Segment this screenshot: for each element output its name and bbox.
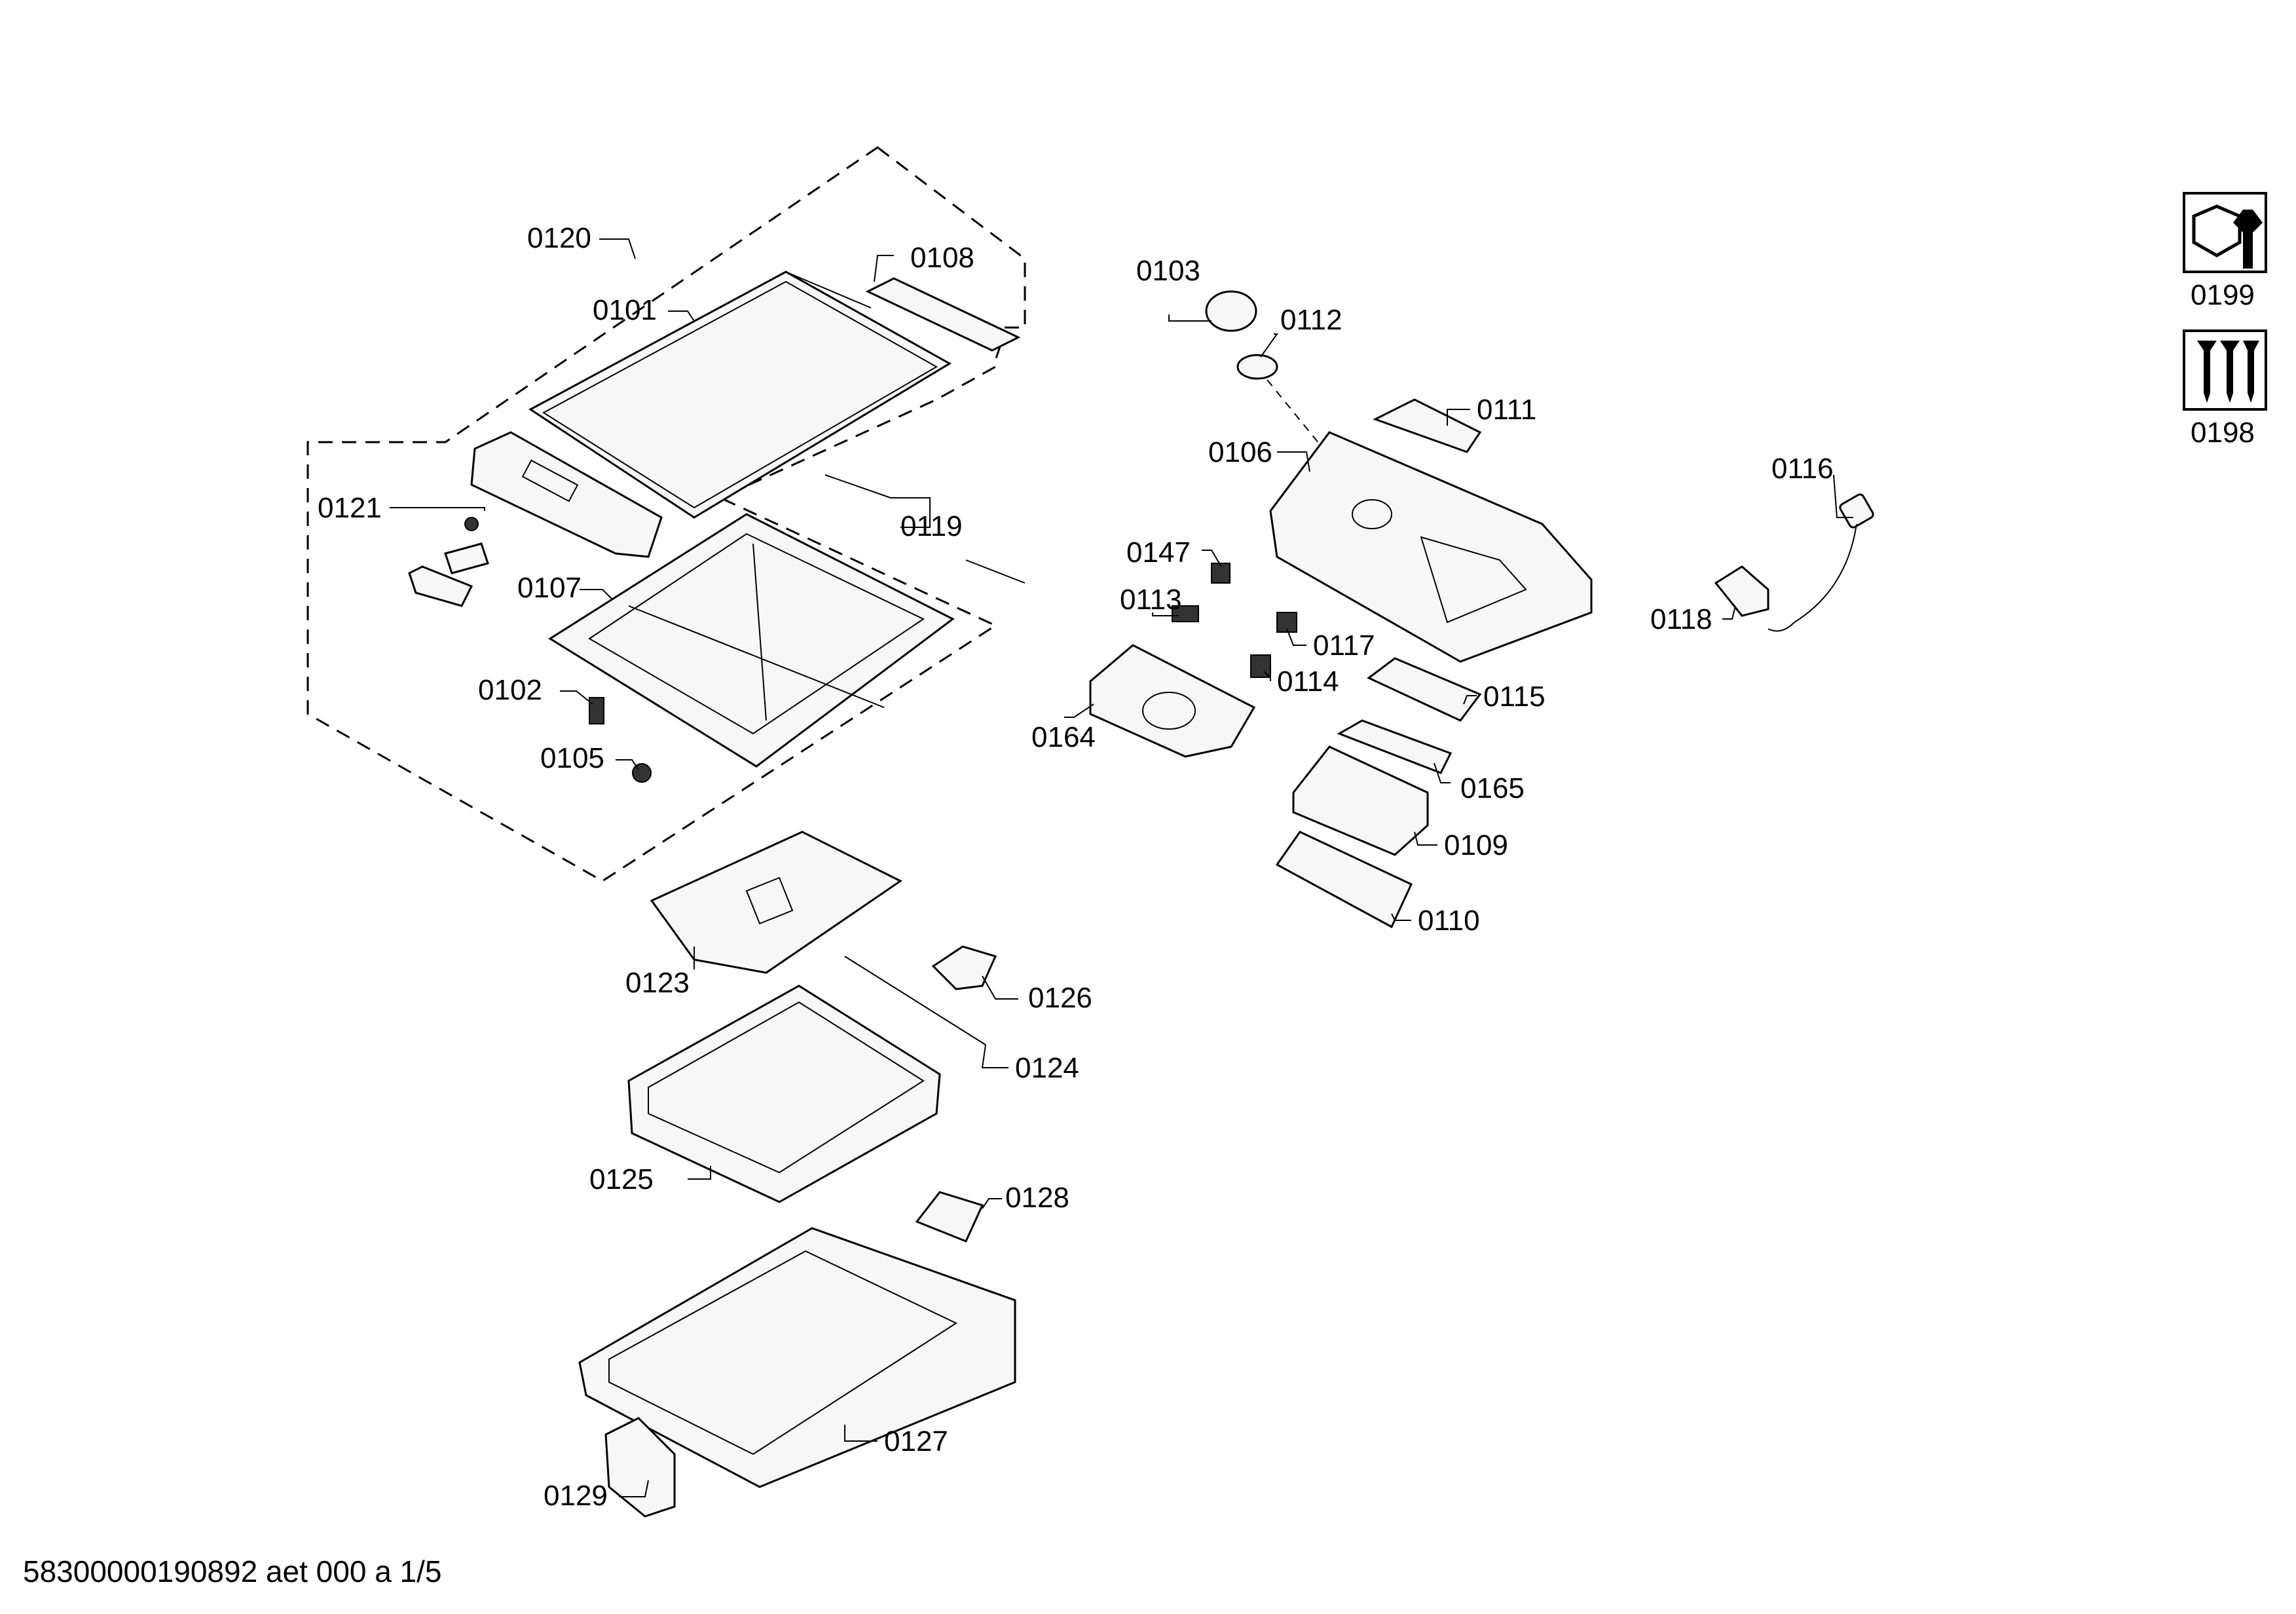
label-0124: 0124 — [1015, 1052, 1079, 1084]
part-0121-latch — [444, 542, 489, 574]
part-0121-pin — [464, 517, 479, 531]
label-0123: 0123 — [625, 967, 690, 999]
label-0121: 0121 — [318, 492, 382, 524]
part-0106-control-panel — [1269, 431, 1593, 663]
label-0164: 0164 — [1031, 721, 1096, 753]
label-0125: 0125 — [589, 1163, 654, 1195]
label-0116: 0116 — [1771, 453, 1834, 485]
label-0105: 0105 — [540, 742, 604, 774]
part-0108-strip — [865, 277, 1021, 352]
part-0113-clip — [1172, 605, 1199, 622]
part-0112-ring — [1236, 354, 1278, 380]
part-0164-carrier — [1089, 644, 1256, 758]
part-0116-power-cable — [1768, 493, 1874, 632]
label-0129: 0129 — [544, 1480, 608, 1512]
part-0111-holder — [1373, 398, 1482, 453]
part-0165-strip — [1337, 719, 1453, 774]
legend-tool-label: 0199 — [2191, 279, 2255, 311]
label-0128: 0128 — [1005, 1182, 1069, 1214]
part-0109-housing — [1292, 745, 1429, 856]
part-0126-cover — [931, 945, 997, 990]
part-0127-top-frame — [578, 1227, 1016, 1488]
part-0123-tray — [650, 831, 902, 974]
label-0120: 0120 — [527, 222, 591, 254]
label-0101: 0101 — [593, 294, 657, 326]
label-0117: 0117 — [1313, 629, 1375, 662]
label-0108: 0108 — [910, 242, 974, 274]
label-0115: 0115 — [1483, 681, 1546, 713]
part-0110-board — [1275, 831, 1413, 929]
part-0101-lid — [528, 271, 952, 519]
part-0114-clip — [1250, 654, 1271, 678]
part-0121-handle — [470, 431, 663, 558]
label-0127: 0127 — [884, 1425, 948, 1457]
leader-lines — [390, 238, 1853, 1497]
legend-screws-box — [2183, 329, 2267, 411]
part-0118-cable-relief — [1714, 565, 1769, 617]
label-0114: 0114 — [1277, 666, 1339, 698]
part-0103-knob — [1205, 290, 1257, 332]
part-0115-button-strip — [1367, 657, 1482, 722]
part-0125-housing — [627, 985, 941, 1203]
part-0105-spring — [632, 763, 652, 783]
label-0119: 0119 — [900, 510, 963, 542]
legend-tool-box — [2183, 192, 2267, 273]
label-0165: 0165 — [1460, 772, 1525, 804]
part-0129-block — [604, 1417, 676, 1518]
label-0110: 0110 — [1418, 905, 1480, 937]
label-0112: 0112 — [1280, 304, 1342, 336]
part-0119-rod-lower — [965, 559, 1026, 584]
part-0124-rod — [844, 956, 986, 1045]
label-0107: 0107 — [517, 572, 582, 604]
label-0103: 0103 — [1136, 255, 1200, 287]
part-0107-frame — [548, 513, 955, 768]
nut-wrench-icon — [2192, 204, 2263, 269]
label-0106: 0106 — [1208, 436, 1272, 468]
label-0118: 0118 — [1650, 603, 1713, 635]
part-0121-catch — [408, 565, 473, 607]
part-0102-clip — [589, 697, 604, 724]
label-0126: 0126 — [1028, 982, 1092, 1014]
assembly-group-outline — [306, 146, 1026, 882]
label-0102: 0102 — [478, 674, 542, 706]
label-0147: 0147 — [1126, 536, 1191, 569]
legend-screws-label: 0198 — [2191, 417, 2255, 449]
label-0111: 0111 — [1477, 394, 1536, 426]
drawing-code: 58300000190892 aet 000 a 1/5 — [23, 1554, 442, 1588]
label-0113: 0113 — [1120, 584, 1182, 616]
label-0109: 0109 — [1444, 829, 1508, 861]
part-0128-bracket — [915, 1191, 984, 1243]
screws-icon — [2197, 341, 2259, 403]
part-0119-rod-upper — [824, 474, 891, 498]
